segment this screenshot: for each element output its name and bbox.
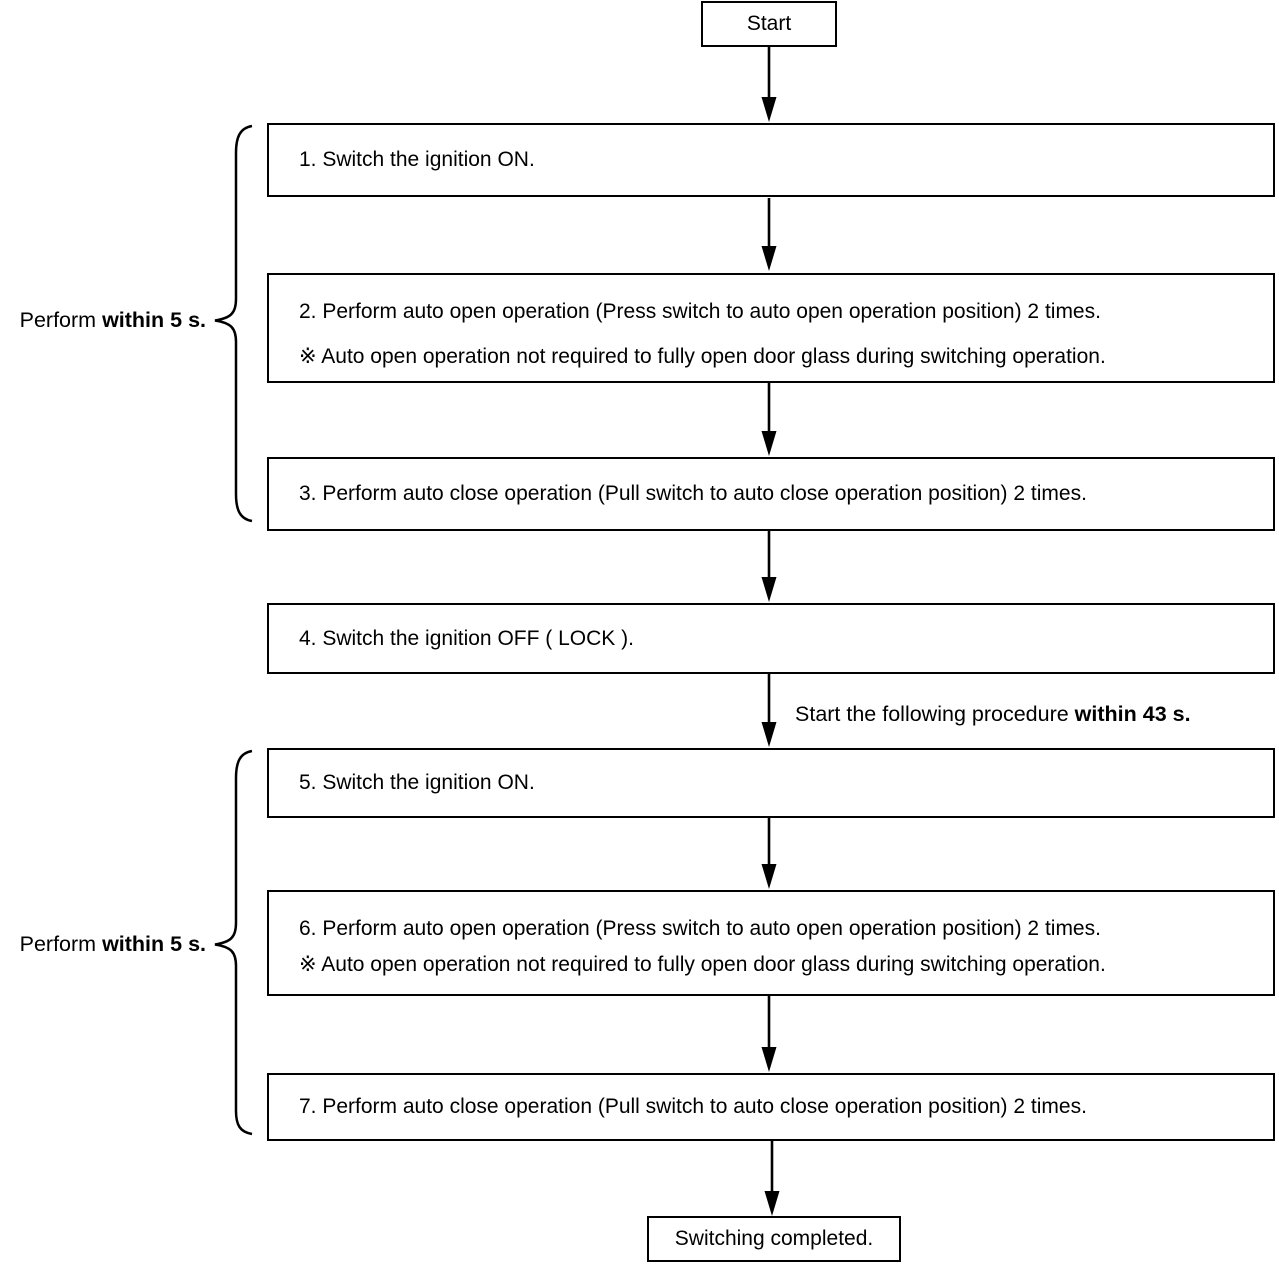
end-label: Switching completed. [674, 1227, 874, 1250]
brace-label-steps-5-7: Perform within 5 s. [0, 930, 206, 958]
step-5-text: 5. Switch the ignition ON. [299, 771, 535, 794]
end-box: Switching completed. [647, 1216, 901, 1262]
brace-label-steps-1-3: Perform within 5 s. [0, 306, 206, 334]
brace-label-prefix: Perform [19, 308, 103, 332]
arrowhead [761, 97, 777, 122]
arrowhead [761, 246, 777, 271]
brace-steps-5-7 [214, 749, 253, 1136]
arrowhead [761, 431, 777, 456]
start-label: Start [746, 12, 792, 35]
step-4-text: 4. Switch the ignition OFF ( LOCK ). [299, 626, 634, 650]
brace-label-bold: within 5 s. [102, 308, 206, 332]
brace-label-bold: within 5 s. [102, 932, 206, 956]
start-box: Start [701, 1, 837, 47]
step-box-2: 2. Perform auto open operation (Press sw… [267, 273, 1275, 383]
step-box-3: 3. Perform auto close operation (Pull sw… [267, 457, 1275, 531]
arrow-label-within-43s: Start the following procedure within 43 … [795, 700, 1191, 728]
arrowhead [761, 722, 777, 747]
brace-label-prefix: Perform [19, 932, 103, 956]
arrowhead [761, 577, 777, 602]
step-box-5: 5. Switch the ignition ON. [267, 748, 1275, 818]
step-1-text: 1. Switch the ignition ON. [299, 148, 535, 171]
step-box-7: 7. Perform auto close operation (Pull sw… [267, 1073, 1275, 1141]
step-2-note: ※ Auto open operation not required to fu… [299, 345, 1106, 368]
step-box-6: 6. Perform auto open operation (Press sw… [267, 890, 1275, 996]
step-6-text: 6. Perform auto open operation (Press sw… [299, 917, 1101, 940]
arrowhead [761, 1047, 777, 1072]
arrow-label-prefix: Start the following procedure [795, 702, 1075, 726]
step-3-text: 3. Perform auto close operation (Pull sw… [299, 482, 1087, 505]
arrowhead [764, 1191, 780, 1216]
step-6-note: ※ Auto open operation not required to fu… [299, 953, 1106, 976]
step-box-1: 1. Switch the ignition ON. [267, 123, 1275, 197]
arrow-label-bold: within 43 s. [1074, 702, 1191, 726]
brace-steps-1-3 [214, 124, 253, 523]
arrowhead [761, 864, 777, 889]
step-box-4: 4. Switch the ignition OFF ( LOCK ). [267, 603, 1275, 674]
step-2-text: 2. Perform auto open operation (Press sw… [299, 300, 1101, 323]
step-7-text: 7. Perform auto close operation (Pull sw… [299, 1095, 1087, 1118]
